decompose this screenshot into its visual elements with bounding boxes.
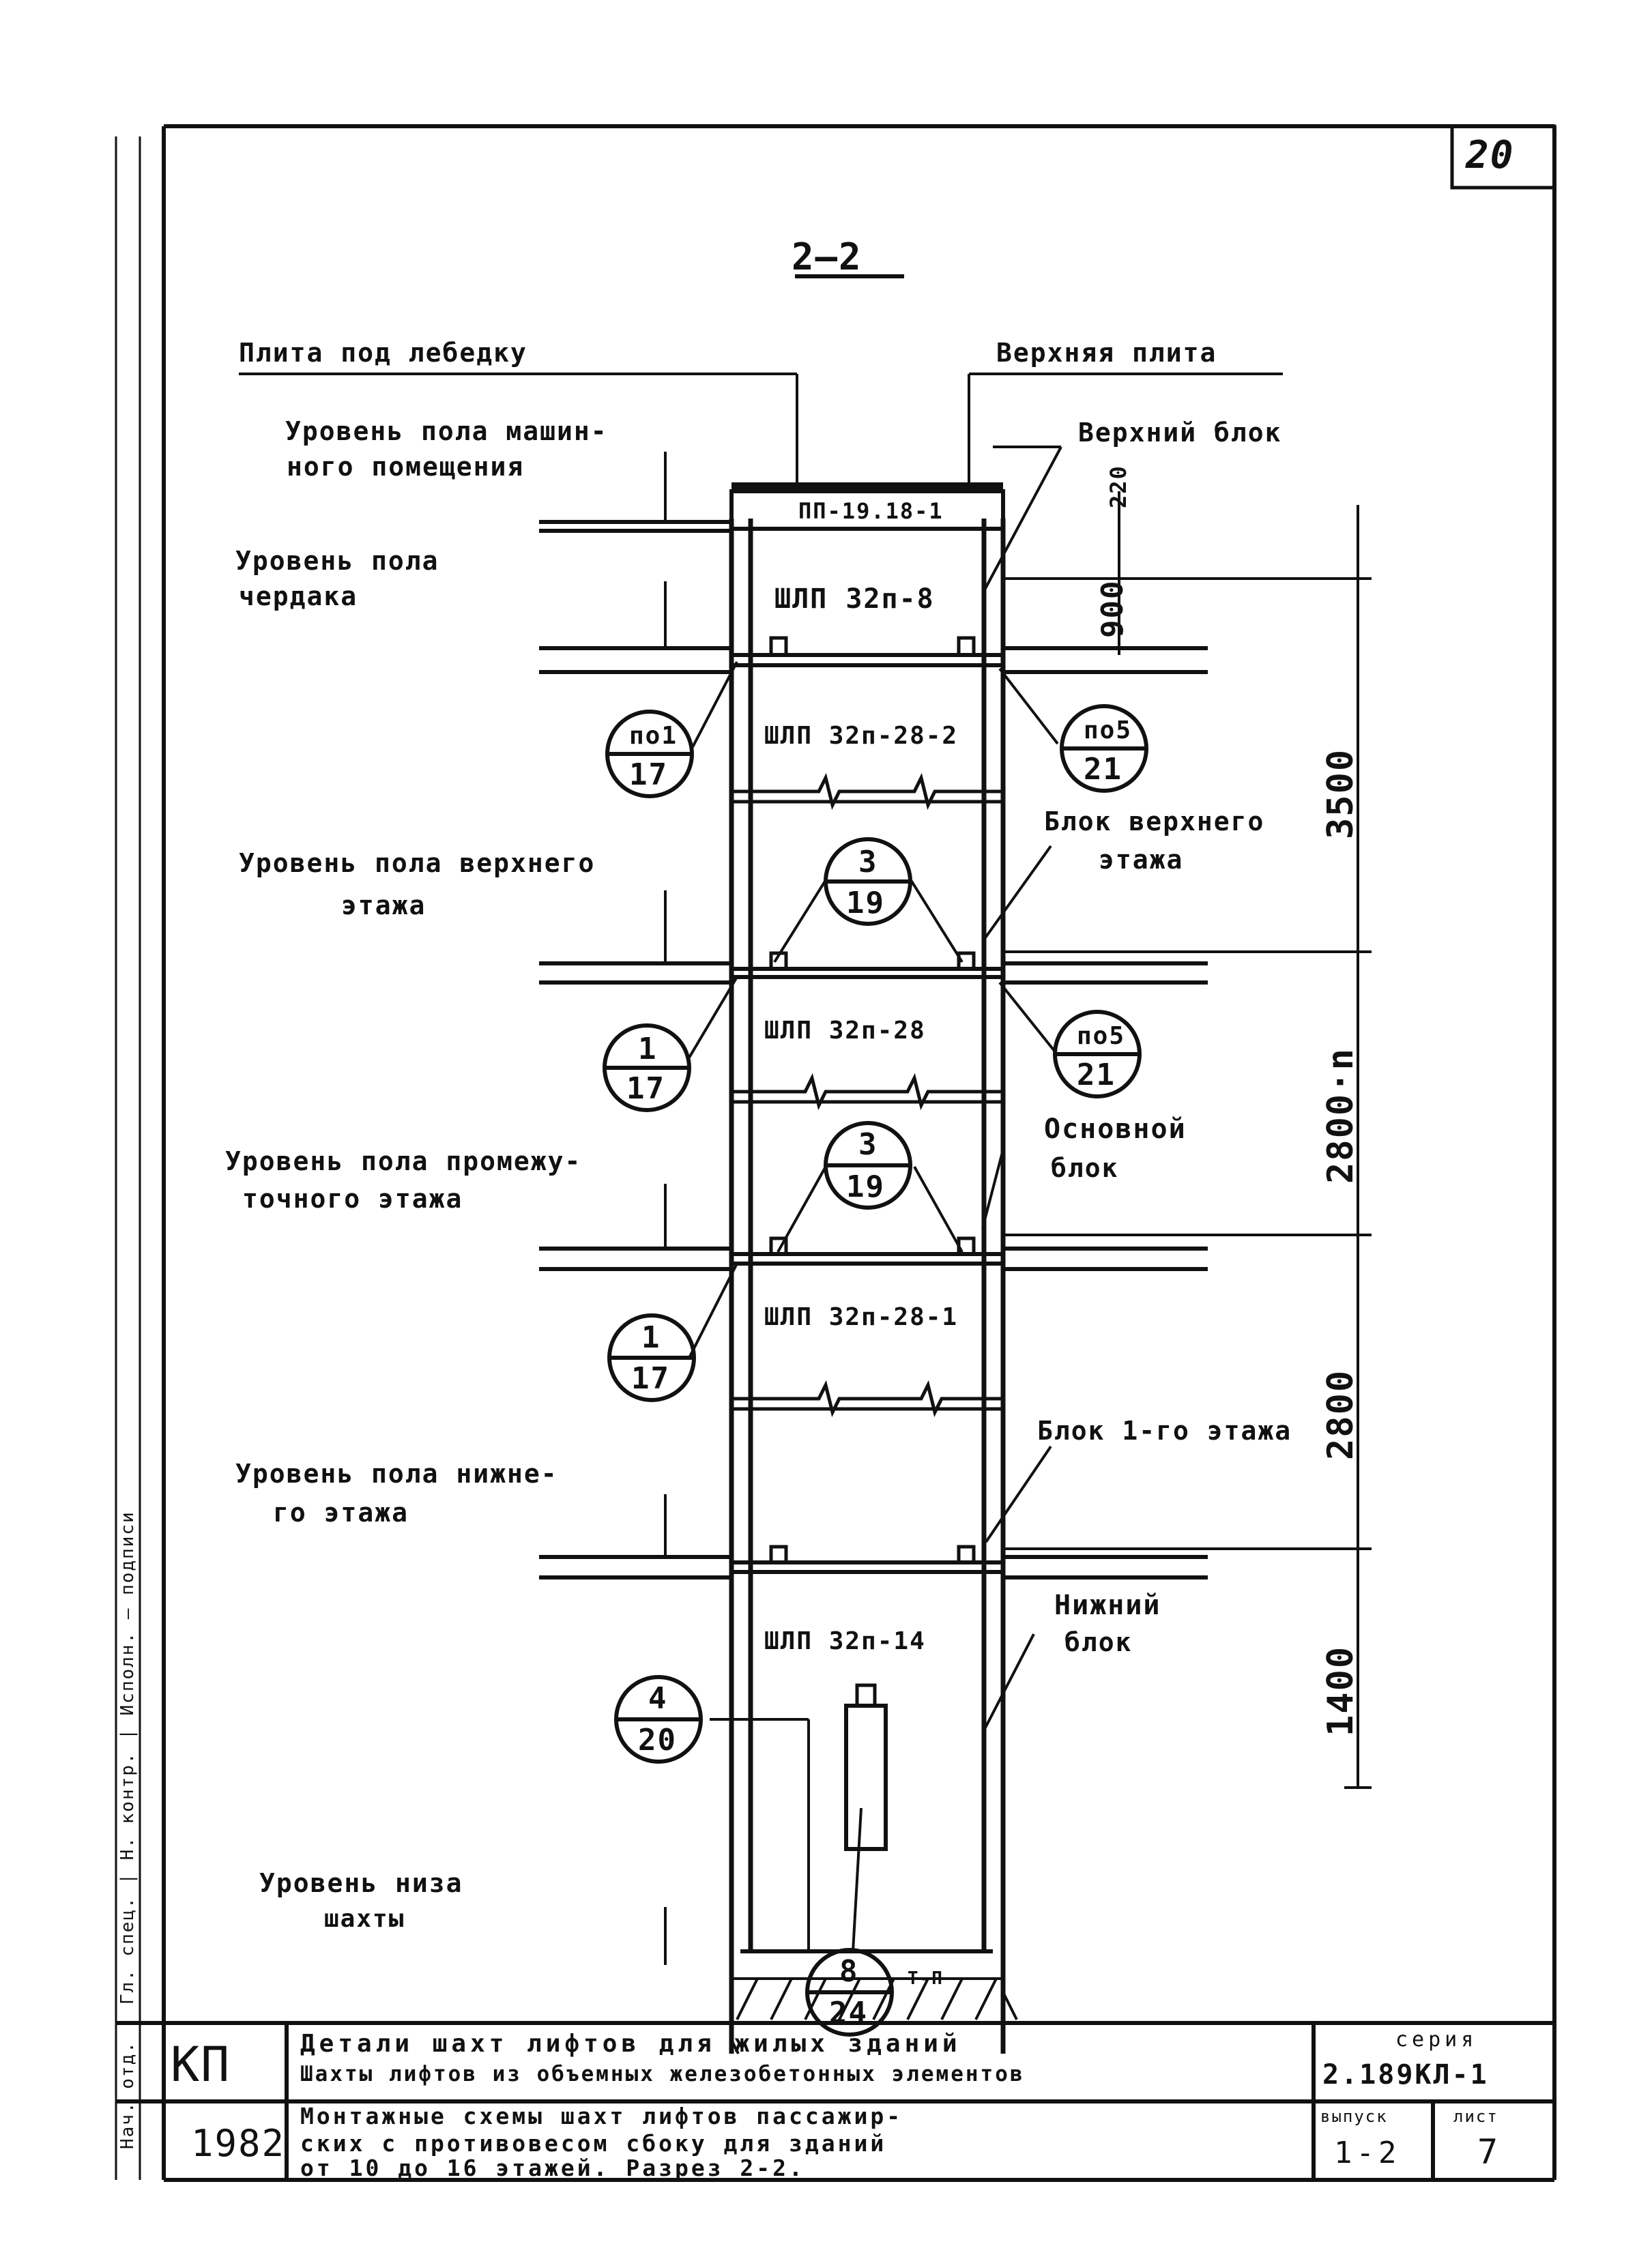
label-main-block-2: блок [1051,1153,1119,1183]
element-block-upper: ШЛП 32п-28-2 [764,722,959,750]
element-block-main: ШЛП 32п-28 [764,1017,926,1045]
callout-top: 1 [638,1032,658,1066]
label-top-floor-level: Уровень пола верхнего [239,848,596,878]
issue-value: 1-2 [1334,2136,1401,2170]
element-pp: ПП-19.18-1 [798,498,944,524]
cleats [769,636,976,1564]
sheet-frame [115,124,1556,2182]
description-line-1: Монтажные схемы шахт лифтов пассажир- [300,2103,903,2129]
callout-bottom: 19 [846,1169,885,1204]
callout-bottom: 21 [1084,752,1122,787]
label-pit-level-2: шахты [324,1905,405,1933]
label-intermediate-floor-2: точного этажа [242,1184,463,1214]
element-block-top: ШЛП 32п-8 [774,583,935,615]
title-line-1: Детали шахт лифтов для жилых зданий [300,2030,961,2058]
element-block-bottom: ШЛП 32п-14 [764,1627,926,1655]
callout-bottom: 21 [1077,1058,1116,1092]
year: 1982 [191,2122,286,2165]
callout-top: по1 [629,722,678,750]
callout-bottom: 17 [629,757,668,792]
sheet-number-box [1450,124,1556,190]
dimension-220: 220 [1105,465,1131,508]
callout-bottom: 20 [638,1723,677,1758]
label-slab-under-winch: Плита под лебедку [239,338,527,368]
shaft-walls [729,482,1006,2054]
callout-top: 3 [858,1127,878,1162]
label-top-floor-block: Блок верхнего [1044,806,1265,836]
dimension-3500: 3500 [1320,748,1361,839]
dimension-2800n: 2800·n [1320,1047,1361,1184]
label-intermediate-floor: Уровень пола промежу- [225,1146,582,1176]
callout-bottom: 24 [829,1996,868,2030]
callout-top: 4 [648,1681,668,1716]
element-block-first: ШЛП 32п-28-1 [764,1303,959,1331]
label-lower-floor-2: го этажа [273,1498,409,1528]
dimension-2800: 2800 [1320,1369,1361,1460]
label-t-p: Т-П [908,1968,944,1989]
label-first-floor-block: Блок 1-го этажа [1037,1416,1292,1446]
callout-top: по5 [1084,716,1133,744]
callout-top: по5 [1077,1022,1126,1050]
label-bottom-block: Нижний [1054,1590,1161,1621]
label-pit-level: Уровень низа [259,1868,463,1898]
title-block-lines [116,2021,1554,2180]
callout-bottom: 17 [626,1071,665,1106]
leader-lines [239,373,1283,1965]
description-line-2: ских с противовесом сбоку для зданий [300,2130,887,2157]
label-lower-floor: Уровень пола нижне- [235,1459,558,1489]
callout-top: 8 [839,1954,859,1989]
label-main-block: Основной [1044,1113,1187,1145]
series-label: серия [1395,2028,1478,2052]
description-line-3: от 10 до 16 этажей. Разрез 2-2. [300,2155,805,2181]
callout-circles [603,704,1148,2037]
label-bottom-block-2: блок [1064,1627,1133,1657]
sidebar-stamp: Нач. отд. | Гл. спец. | Н. контр. | Испо… [117,1511,138,2149]
label-top-slab: Верхняя плита [996,338,1217,368]
dimension-900: 900 [1095,579,1130,638]
title-line-2: Шахты лифтов из объемных железобетонных … [300,2062,1025,2086]
label-machine-room-floor: Уровень пола машин- [285,416,608,446]
dimension-chain [1003,491,1372,1789]
drawing-code: КП [171,2037,231,2093]
label-attic-floor: Уровень пола [235,546,439,576]
label-top-block: Верхний блок [1078,418,1282,448]
label-top-floor-level-2: этажа [341,890,426,920]
issue-label: выпуск [1320,2107,1388,2126]
counterweight [844,1704,888,1851]
break-lines [731,772,1003,1418]
sheet-corner-number: 20 [1466,133,1515,177]
label-top-floor-block-2: этажа [1099,845,1184,875]
callout-top: 3 [858,845,878,879]
sheet-value: 7 [1477,2132,1503,2172]
sheet-label: лист [1453,2107,1498,2126]
section-title: 2—2 [792,235,863,278]
label-machine-room-floor-2: ного помещения [287,452,525,482]
callout-bottom: 17 [631,1361,670,1396]
label-attic-floor-2: чердака [239,581,358,611]
callout-bottom: 19 [846,886,885,920]
dimension-1400: 1400 [1320,1645,1361,1736]
series-value: 2.189КЛ-1 [1322,2059,1489,2091]
callout-top: 1 [641,1320,661,1355]
